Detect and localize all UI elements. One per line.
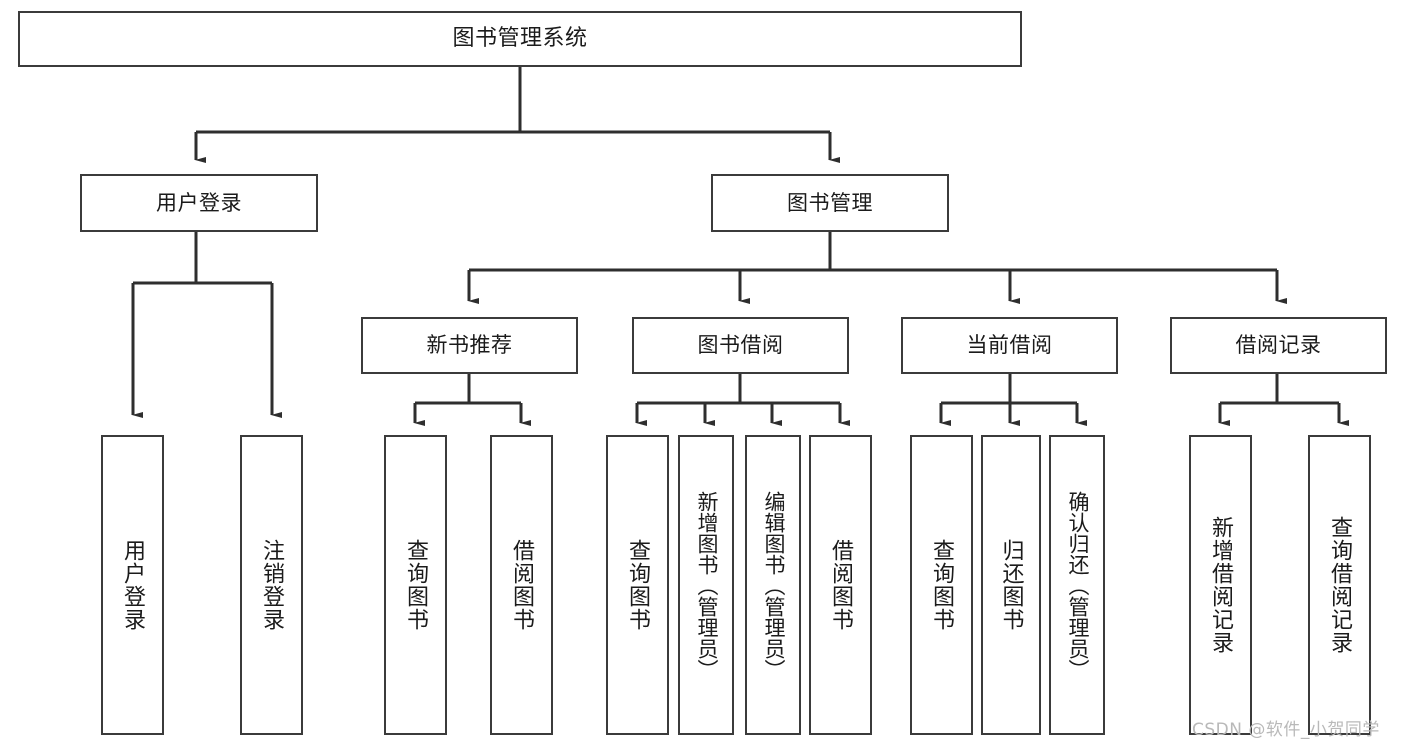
- node-current-borrow-label: 当前借阅: [966, 333, 1053, 358]
- node-leaf-edit-book-label: 编辑图书（管理员）: [761, 490, 786, 680]
- node-new-book-recommend-label: 新书推荐: [426, 333, 513, 358]
- node-leaf-borrow-book-2-label: 借阅图书: [828, 539, 854, 631]
- node-leaf-query-book-2[interactable]: 查询图书: [606, 435, 669, 735]
- node-leaf-borrow-book-2[interactable]: 借阅图书: [809, 435, 872, 735]
- node-leaf-query-book-3[interactable]: 查询图书: [910, 435, 973, 735]
- node-leaf-add-record[interactable]: 新增借阅记录: [1189, 435, 1252, 735]
- node-leaf-query-book-1[interactable]: 查询图书: [384, 435, 447, 735]
- node-leaf-user-logout-label: 注销登录: [259, 539, 285, 631]
- node-user-login[interactable]: 用户登录: [80, 174, 318, 232]
- node-root[interactable]: 图书管理系统: [18, 11, 1022, 67]
- node-leaf-borrow-book-1-label: 借阅图书: [509, 539, 535, 631]
- node-leaf-add-book[interactable]: 新增图书（管理员）: [678, 435, 734, 735]
- node-leaf-user-login[interactable]: 用户登录: [101, 435, 164, 735]
- node-leaf-borrow-book-1[interactable]: 借阅图书: [490, 435, 553, 735]
- node-leaf-add-book-label: 新增图书（管理员）: [694, 490, 719, 680]
- node-borrow-record[interactable]: 借阅记录: [1170, 317, 1387, 374]
- node-leaf-user-login-label: 用户登录: [120, 539, 146, 631]
- node-book-borrow[interactable]: 图书借阅: [632, 317, 849, 374]
- node-borrow-record-label: 借阅记录: [1235, 333, 1322, 358]
- node-leaf-user-logout[interactable]: 注销登录: [240, 435, 303, 735]
- node-leaf-query-book-2-label: 查询图书: [625, 539, 651, 631]
- node-new-book-recommend[interactable]: 新书推荐: [361, 317, 578, 374]
- node-book-management-label: 图书管理: [787, 190, 873, 215]
- node-user-login-label: 用户登录: [156, 190, 242, 215]
- node-root-label: 图书管理系统: [452, 26, 588, 52]
- node-leaf-query-record-label: 查询借阅记录: [1327, 516, 1353, 654]
- node-leaf-query-book-1-label: 查询图书: [403, 539, 429, 631]
- node-leaf-add-record-label: 新增借阅记录: [1208, 516, 1234, 654]
- node-book-management[interactable]: 图书管理: [711, 174, 949, 232]
- node-current-borrow[interactable]: 当前借阅: [901, 317, 1118, 374]
- node-leaf-return-book-label: 归还图书: [998, 539, 1024, 631]
- node-leaf-confirm-return[interactable]: 确认归还（管理员）: [1049, 435, 1105, 735]
- node-leaf-edit-book[interactable]: 编辑图书（管理员）: [745, 435, 801, 735]
- node-leaf-return-book[interactable]: 归还图书: [981, 435, 1041, 735]
- node-leaf-confirm-return-label: 确认归还（管理员）: [1065, 490, 1090, 680]
- watermark-text: CSDN @软件_小贺同学: [1192, 720, 1380, 740]
- node-leaf-query-book-3-label: 查询图书: [929, 539, 955, 631]
- node-leaf-query-record[interactable]: 查询借阅记录: [1308, 435, 1371, 735]
- node-book-borrow-label: 图书借阅: [697, 333, 784, 358]
